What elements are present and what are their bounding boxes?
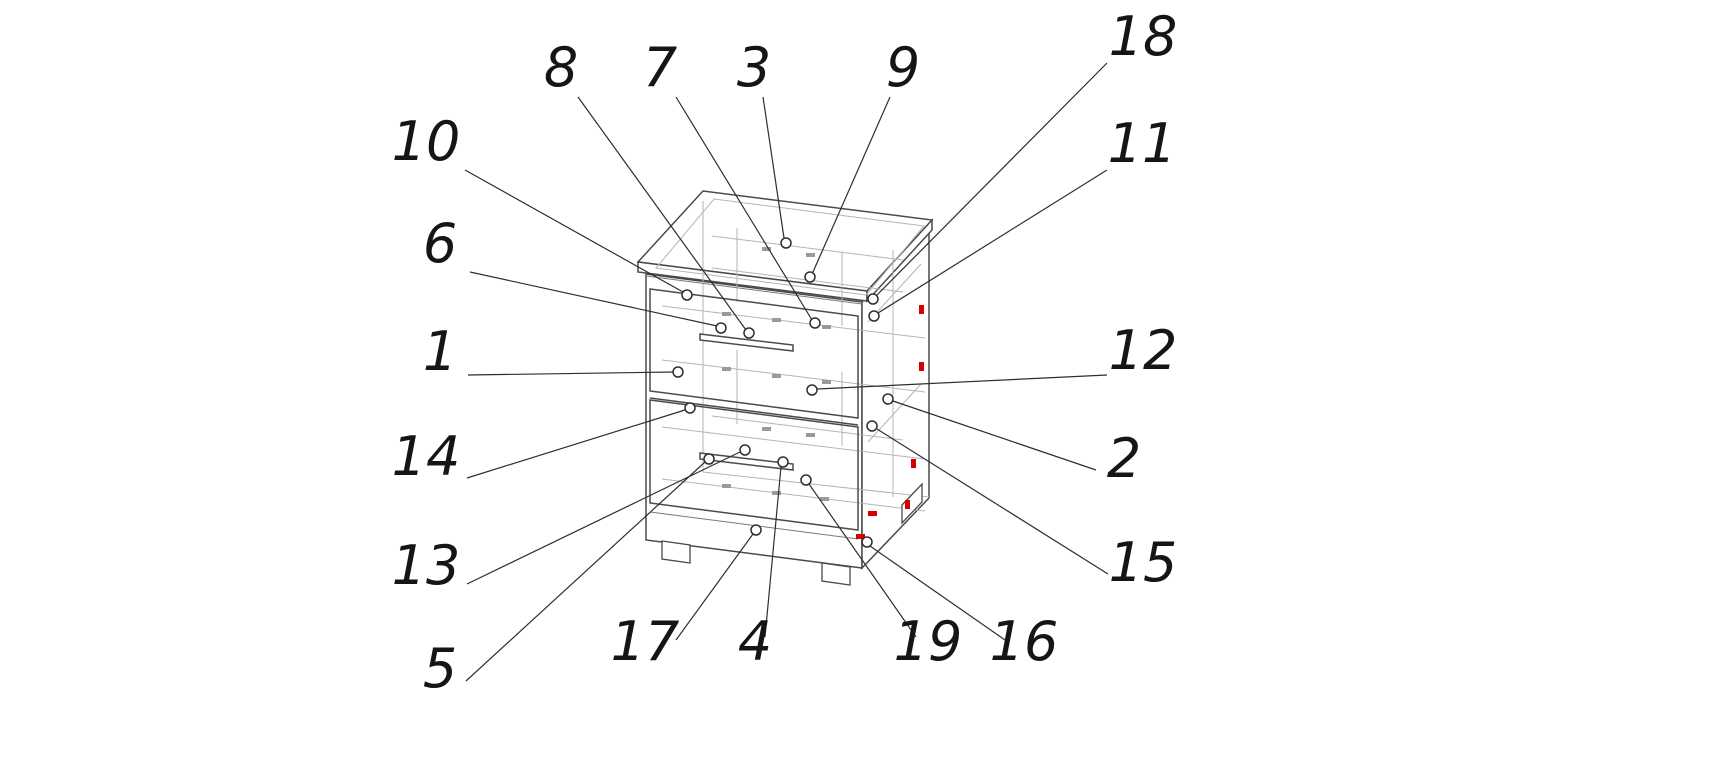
callout-label-17: 17: [611, 610, 680, 673]
callout-label-10: 10: [392, 110, 461, 173]
red-fitting-marks: [856, 305, 924, 539]
drawer-gap-line: [649, 397, 859, 426]
callout-point-15: [866, 420, 878, 432]
callout-point-13: [739, 444, 751, 456]
callout-line-4: [764, 466, 782, 638]
callout-label-11: 11: [1108, 112, 1177, 175]
top-panel-inset-line: [655, 198, 925, 296]
callout-line-16: [869, 545, 1006, 641]
leg-front-right: [821, 562, 851, 586]
callout-label-4: 4: [738, 610, 772, 673]
top-panel-right-edge: [866, 218, 933, 303]
callout-line-19: [808, 483, 917, 638]
callout-line-3: [762, 96, 785, 239]
callout-point-10: [681, 289, 693, 301]
callout-label-16: 16: [990, 610, 1059, 673]
callout-line-11: [877, 169, 1108, 314]
leg-back-right: [901, 482, 923, 525]
cabinet-drawing: [636, 190, 934, 586]
callout-label-2: 2: [1107, 427, 1141, 490]
carcass-top-edge: [645, 275, 863, 305]
callout-label-18: 18: [1109, 5, 1178, 68]
drawer-handle-1: [699, 333, 794, 352]
callout-point-12: [806, 384, 818, 396]
callout-line-17: [675, 533, 754, 641]
callout-point-9: [804, 271, 816, 283]
callout-line-2: [892, 400, 1097, 471]
callout-label-19: 19: [894, 610, 963, 673]
callout-label-14: 14: [392, 425, 461, 488]
legs: [661, 482, 923, 586]
drawer-handle-2: [699, 452, 794, 471]
callout-label-8: 8: [544, 36, 578, 99]
callout-label-3: 3: [737, 36, 771, 99]
callout-point-11: [868, 310, 880, 322]
callout-line-1: [467, 371, 674, 376]
callout-line-15: [876, 428, 1109, 575]
callout-point-5: [703, 453, 715, 465]
callout-point-4: [777, 456, 789, 468]
callout-label-5: 5: [423, 637, 457, 700]
callout-point-8: [743, 327, 755, 339]
callout-line-13: [466, 451, 741, 585]
drawer-handles: [699, 333, 794, 471]
callout-line-18: [875, 62, 1108, 297]
callout-point-19: [800, 474, 812, 486]
callout-line-10: [464, 169, 684, 293]
callout-label-7: 7: [643, 36, 677, 99]
callout-point-1: [672, 366, 684, 378]
fitting-marks: [722, 247, 831, 501]
callout-line-5: [465, 461, 706, 682]
callout-label-15: 15: [1109, 531, 1178, 594]
callout-line-8: [577, 96, 747, 331]
callout-line-12: [816, 374, 1108, 390]
callout-point-6: [715, 322, 727, 334]
callout-point-17: [750, 524, 762, 536]
callout-line-14: [466, 409, 686, 479]
callout-point-18: [867, 293, 879, 305]
callout-label-13: 13: [392, 534, 461, 597]
callout-label-12: 12: [1109, 319, 1178, 382]
drawer-front-1: [649, 288, 859, 419]
callout-point-16: [861, 536, 873, 548]
callout-point-7: [809, 317, 821, 329]
callout-label-1: 1: [423, 320, 457, 383]
callout-point-2: [882, 393, 894, 405]
leg-front-left: [661, 540, 691, 564]
callout-line-7: [675, 96, 813, 321]
callout-point-3: [780, 237, 792, 249]
callout-line-9: [812, 96, 891, 273]
callout-line-6: [469, 271, 718, 327]
drawer-front-2: [649, 399, 859, 531]
callout-label-9: 9: [886, 36, 920, 99]
callout-point-14: [684, 402, 696, 414]
callout-label-6: 6: [423, 212, 457, 275]
